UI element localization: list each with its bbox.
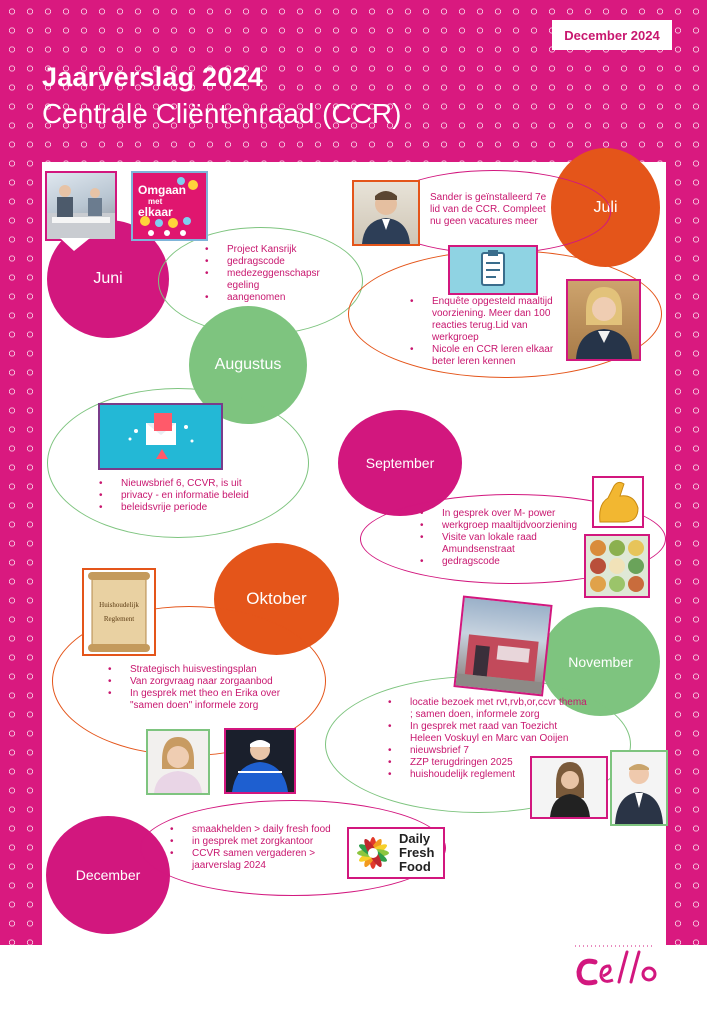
sunburst-logo-icon (357, 837, 389, 869)
list-item: medezeggenschapsr egeling (205, 268, 325, 292)
poster-line: Omgaan (138, 183, 187, 197)
building-icon (455, 634, 543, 695)
cello-logo-icon (575, 945, 657, 986)
poster-text: Omgaan met elkaar (138, 183, 187, 219)
list-item: locatie bezoek met rvt,rvb,or,ccvr thema… (388, 697, 588, 721)
people-at-table-icon (47, 185, 115, 239)
list-item: in gesprek met zorgkantoor (170, 836, 340, 848)
juni-meeting-photo (45, 171, 117, 241)
list-item: Strategisch huisvestingsplan (108, 664, 308, 676)
nieuwsbrief-mail-image (98, 403, 223, 470)
daily-fresh-food-logo: Daily Fresh Food (347, 827, 445, 879)
mail-envelope-icon (128, 413, 194, 459)
meals-food-image (584, 534, 650, 598)
juni-list: Project Kansrijk gedragscode medezeggens… (205, 244, 325, 304)
list-item: ZZP terugdringen 2025 (388, 757, 588, 769)
december-oval (140, 800, 446, 896)
month-label: September (365, 455, 435, 471)
oktober-list: Strategisch huisvestingsplan Van zorgvra… (108, 664, 308, 712)
list-item: privacy - en informatie beleid (99, 490, 269, 502)
clipboard-icon (481, 250, 505, 286)
juli-list: Enquête opgesteld maaltijd voorziening. … (410, 296, 575, 368)
marc-photo (610, 750, 668, 826)
list-item-text: In gesprek over M- power (442, 508, 556, 519)
person-portrait-icon (550, 762, 590, 817)
list-item: Nieuwsbrief 6, CCVR, is uit (99, 478, 269, 490)
huishoudelijk-reglement-scroll: Huishoudelijk Reglement (82, 568, 156, 656)
september-list: In gesprek over M- power werkgroep maalt… (420, 508, 595, 568)
list-item: Project Kansrijk (205, 244, 325, 256)
scroll-line: Reglement (103, 615, 135, 623)
report-subtitle: Centrale Cliëntenraad (CCR) (42, 98, 402, 129)
juli-text: Sander is geïnstalleerd 7e lid van de CC… (430, 192, 547, 227)
omgaan-met-elkaar-poster: Omgaan met elkaar (131, 171, 208, 241)
flexed-biceps-image (592, 476, 644, 528)
enquete-clipboard-image (448, 245, 538, 295)
list-item-text: aangenomen (227, 292, 286, 303)
date-badge: December 2024 (552, 20, 672, 50)
list-item: huishoudelijk reglement (388, 769, 588, 781)
theo-photo (224, 728, 296, 794)
smiley-icons (140, 177, 198, 236)
list-item: gedragscode (205, 256, 325, 268)
poster-line: met (148, 197, 163, 206)
flexed-biceps-icon (599, 481, 639, 523)
speech-pointer (60, 238, 90, 251)
month-label: Juni (93, 270, 123, 287)
heleen-photo (530, 756, 608, 819)
food-bowls-icon (590, 540, 644, 592)
list-item: smaakhelden > daily fresh food (170, 824, 340, 836)
september-oval (360, 494, 666, 584)
list-item: In gesprek met raad van Toezicht Heleen … (388, 721, 588, 745)
month-label: November (568, 653, 633, 670)
person-portrait-icon (576, 287, 632, 359)
november-list: locatie bezoek met rvt,rvb,or,ccvr thema… (388, 697, 588, 781)
nicole-photo (566, 279, 641, 361)
december-list: smaakhelden > daily fresh food in gespre… (170, 824, 340, 872)
scroll-line: Huishoudelijk (99, 601, 139, 609)
augustus-oval (47, 388, 309, 538)
person-portrait-icon (154, 737, 202, 793)
report-title: Jaarverslag 2024 (42, 62, 263, 92)
locatie-bezoek-photo (453, 595, 553, 697)
list-item: werkgroep maaltijdvoorziening (420, 520, 595, 532)
person-portrait-icon (232, 740, 288, 792)
poster-line: elkaar (138, 205, 173, 219)
list-item: gedragscode (420, 556, 595, 568)
list-item: Enquête opgesteld maaltijd voorziening. … (410, 296, 575, 344)
logo-line: Daily (399, 831, 431, 846)
list-item: Nicole en CCR leren elkaar beter leren k… (410, 344, 575, 368)
month-label: Augustus (214, 356, 282, 373)
scroll-icon (88, 572, 150, 652)
list-item: In gesprek met theo en Erika over "samen… (108, 688, 308, 712)
list-item: nieuwsbrief 7 (388, 745, 588, 757)
scroll-text: Huishoudelijk Reglement (94, 598, 144, 626)
list-item: CCVR samen vergaderen > jaarverslag 2024 (170, 848, 340, 872)
sander-photo (352, 180, 420, 246)
erika-photo (146, 729, 210, 795)
cello-logo (573, 942, 663, 992)
logo-line: Fresh (399, 845, 435, 860)
month-label: Oktober (246, 589, 307, 608)
augustus-list: Nieuwsbrief 6, CCVR, is uit privacy - en… (99, 478, 269, 514)
daily-fresh-food-text: Daily Fresh Food (399, 832, 434, 874)
list-item: Van zorgvraag naar zorgaanbod (108, 676, 308, 688)
person-portrait-icon (362, 191, 410, 244)
logo-line: Food (399, 859, 431, 874)
list-item: beleidsvrije periode (99, 502, 269, 514)
month-label: December (75, 867, 141, 883)
person-portrait-icon (615, 764, 663, 824)
list-item: In gesprek over M- power (420, 508, 595, 520)
list-item: Visite van lokale raad Amundsenstraat (420, 532, 595, 556)
list-item: aangenomen (205, 292, 325, 304)
